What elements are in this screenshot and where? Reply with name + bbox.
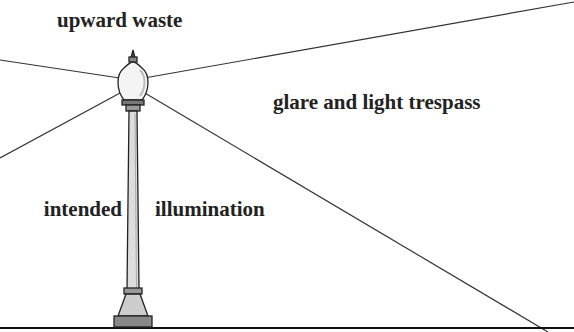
lamp-cap — [129, 57, 137, 62]
upward-boundary-left — [0, 60, 133, 80]
illumination-boundary-right — [133, 86, 548, 332]
globe-shading — [140, 70, 145, 96]
lamp-globe — [118, 62, 148, 100]
pole-shaft — [127, 111, 139, 290]
illumination-boundary-left — [0, 86, 133, 158]
label-text: glare and light trespass — [271, 90, 483, 114]
label-text: upward waste — [55, 8, 184, 32]
label-text: illumination — [153, 197, 267, 221]
lamp-post — [114, 50, 152, 327]
lamp-collar — [122, 100, 144, 105]
pole-plinth — [114, 316, 152, 327]
pole-base — [118, 294, 148, 316]
pole-shading — [135, 114, 137, 288]
pole-ring — [124, 288, 142, 294]
lamp-neck — [126, 105, 140, 111]
label-text: intended — [42, 197, 124, 221]
ground-line — [0, 327, 574, 329]
upward-boundary-right — [133, 2, 574, 80]
